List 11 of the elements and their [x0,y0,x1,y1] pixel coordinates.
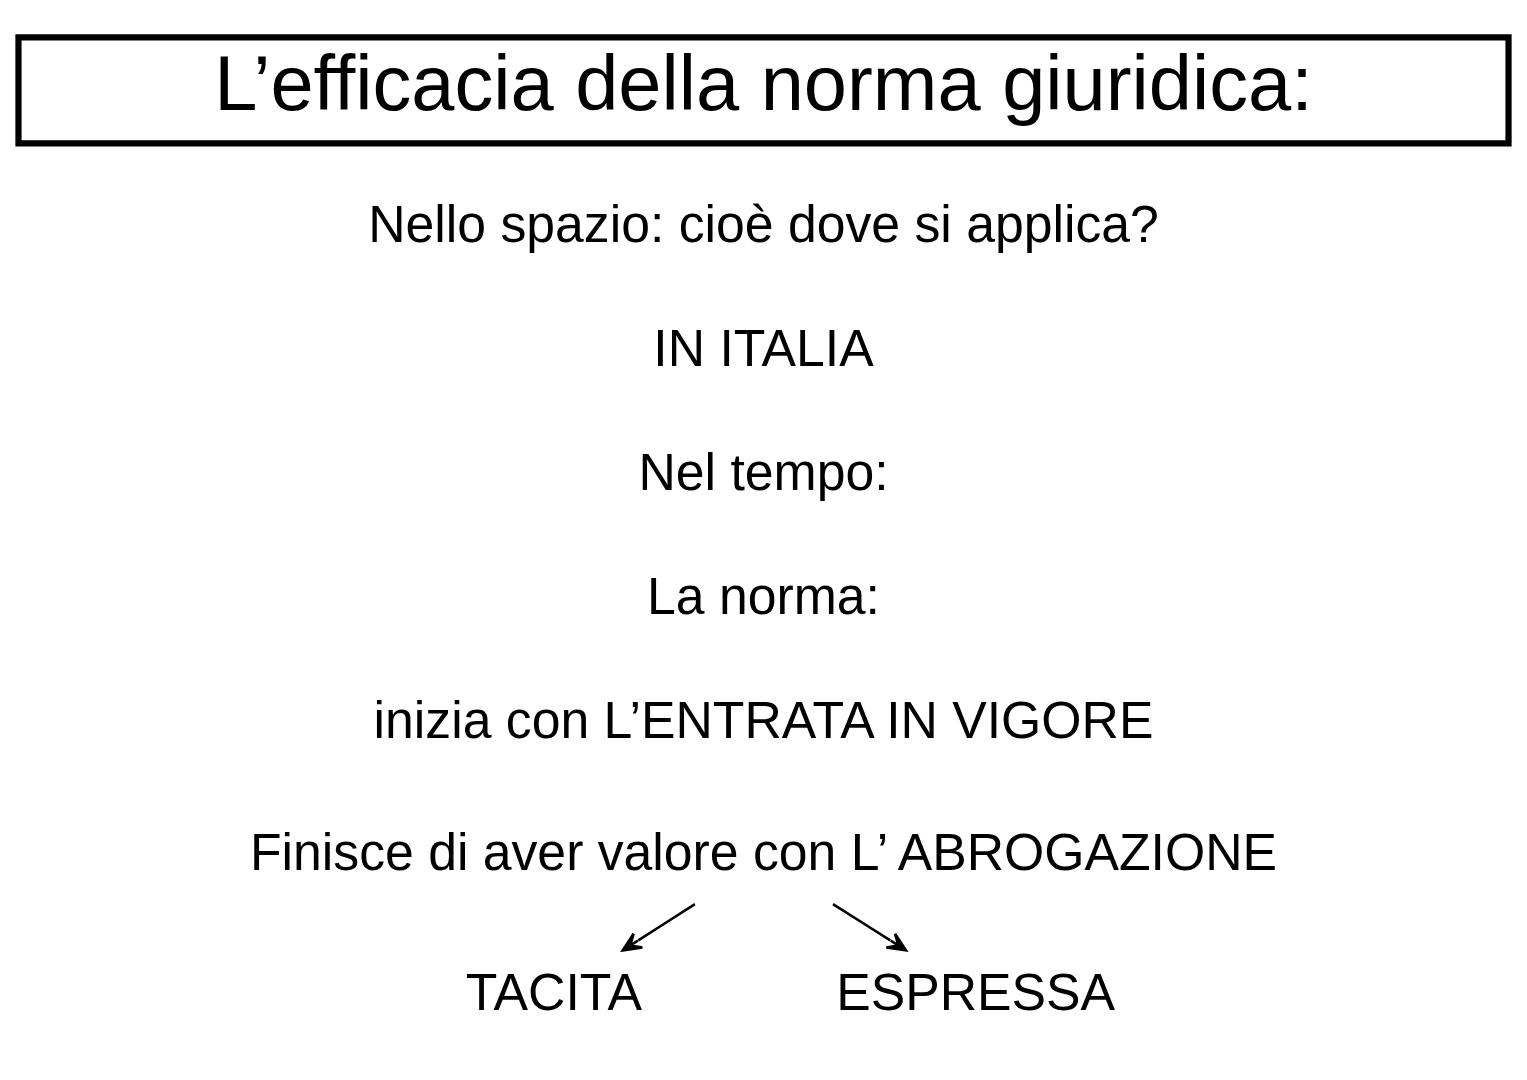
label: IN ITALIA [653,318,874,377]
label: Nello spazio: cioè dove si applica? [368,194,1159,253]
node-text: TACITA [465,962,643,1021]
label: inizia con L’ENTRATA IN VIGORE [373,690,1154,749]
node-text: Finisce di aver valore con L’ ABROGAZIONE [249,822,1278,881]
arrow [621,902,696,952]
node-box: L’efficacia della norma giuridica: [15,33,1512,146]
label: Nel tempo: [638,442,889,501]
node-text: ESPRESSA [836,962,1116,1021]
arrow [832,902,908,952]
label: La norma: [647,566,880,625]
